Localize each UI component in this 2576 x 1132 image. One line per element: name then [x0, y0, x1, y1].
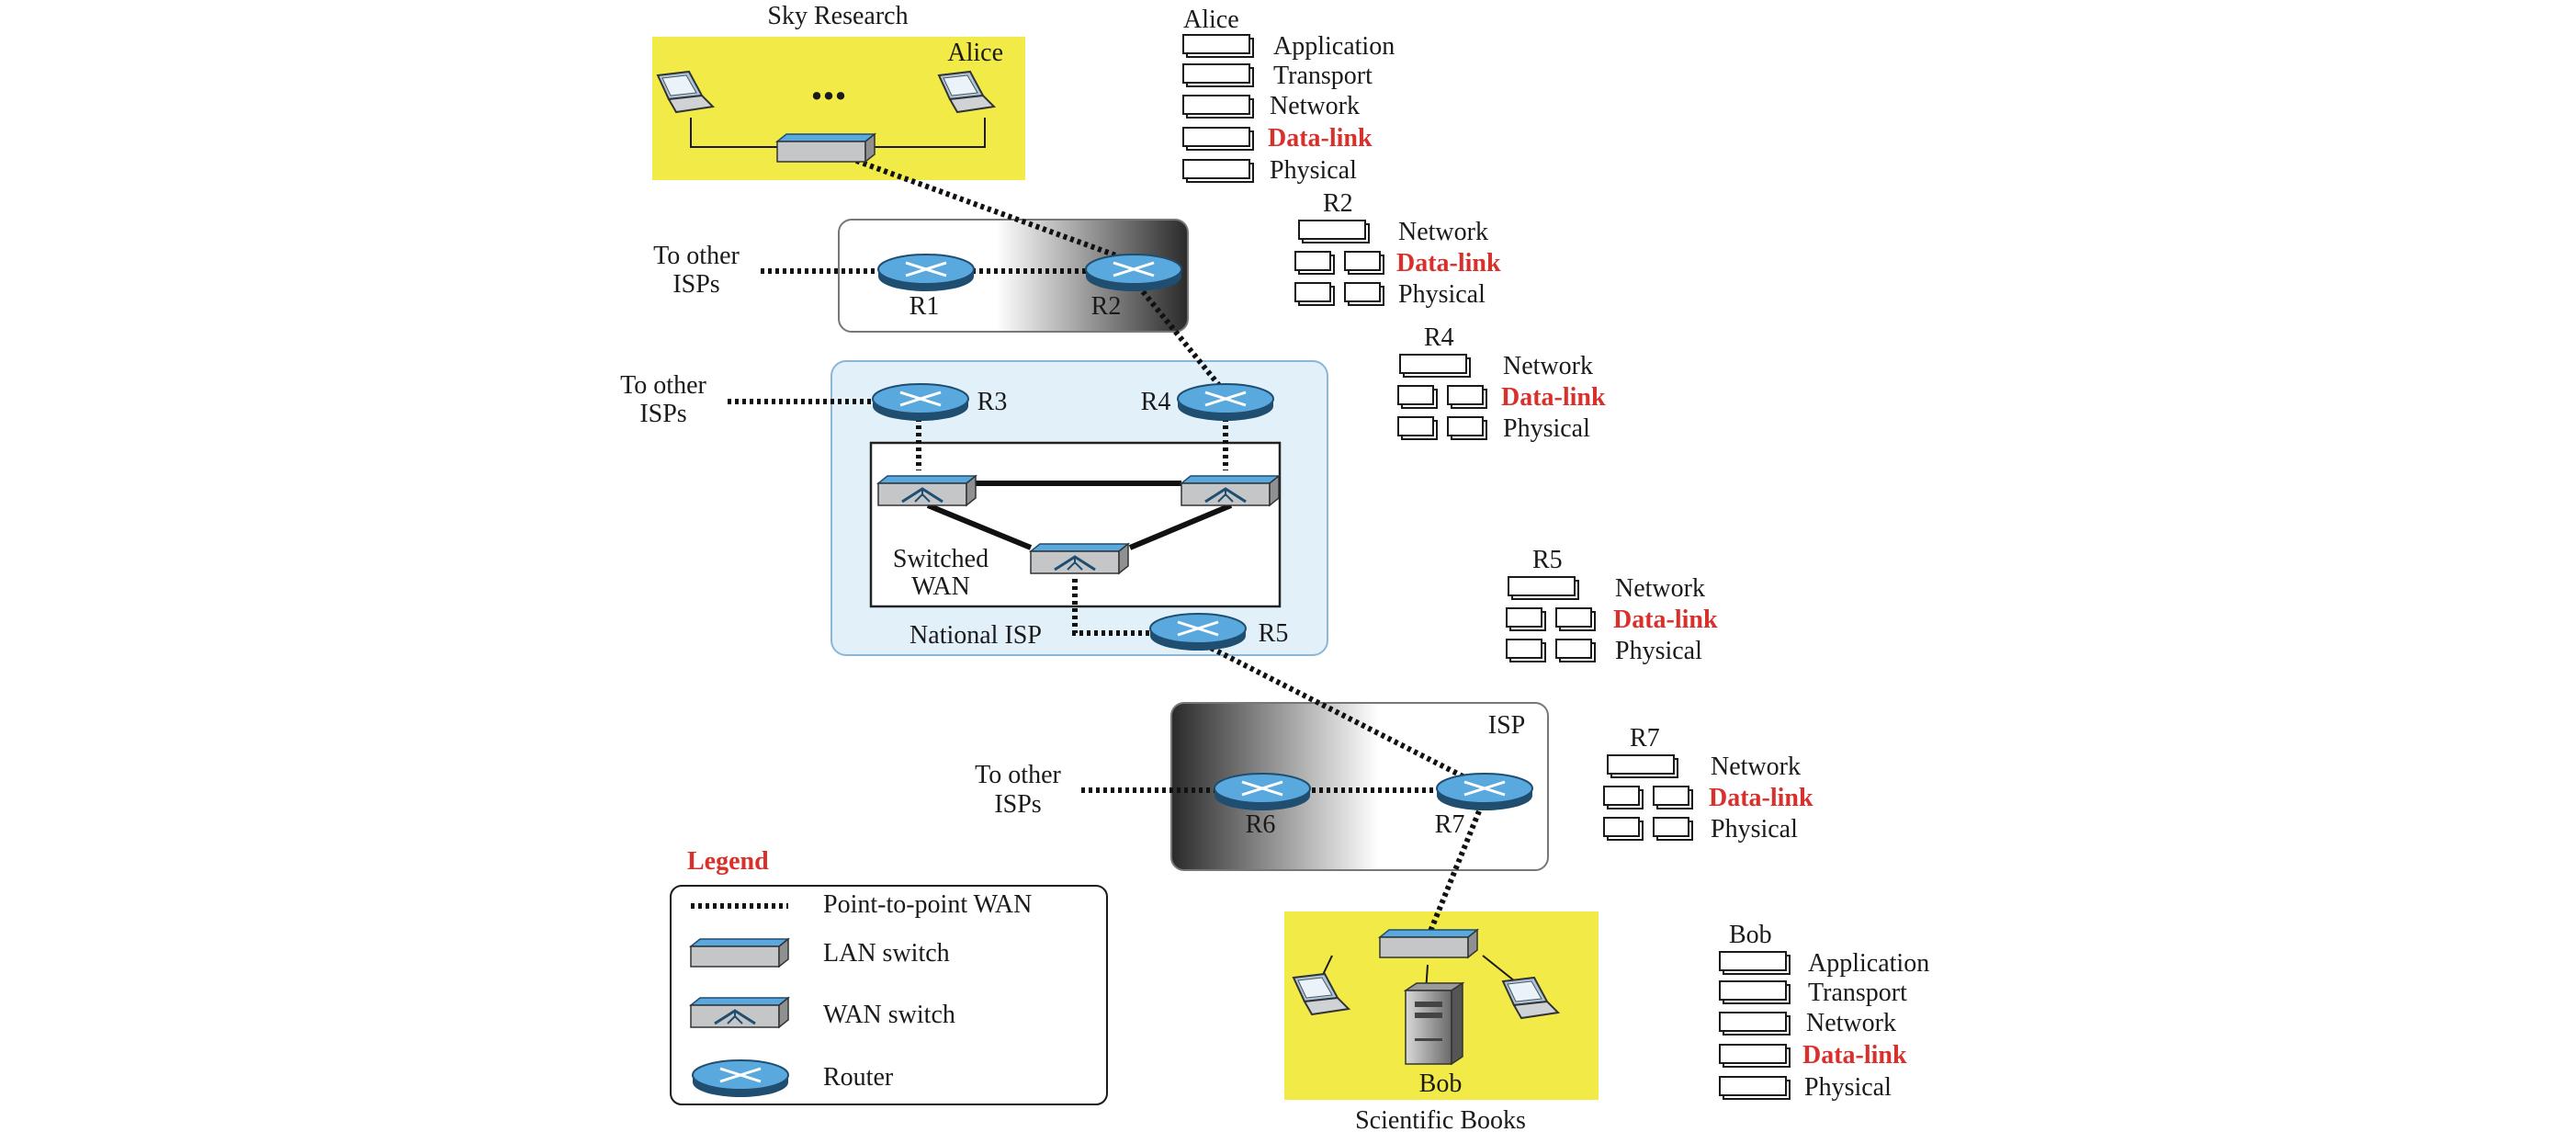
legend-title: Legend [687, 847, 769, 876]
stack-layer: Physical [1503, 414, 1590, 443]
stack-layer: Network [1806, 1009, 1896, 1037]
svg-text:To other: To other [975, 761, 1061, 789]
stack-title: R5 [1532, 546, 1563, 574]
legend-label: LAN switch [823, 939, 950, 968]
scientific-books-label: Scientific Books [1355, 1106, 1526, 1132]
router-r2-icon [1084, 253, 1183, 293]
legend: Legend Point-to-point WAN LAN switch WAN… [670, 847, 1108, 1105]
router-icon [691, 1058, 790, 1099]
stack-title: Alice [1183, 6, 1239, 34]
svg-text:To other: To other [620, 371, 706, 400]
router-r3-icon [871, 382, 970, 423]
lan-switch-icon [690, 938, 789, 968]
stack-layer: Network [1503, 352, 1593, 380]
protocol-stack-r2: R2 Network Data-link Physical [1294, 189, 1501, 309]
stack-layer: Data-link [1396, 249, 1501, 277]
to-other-isps-label: To other ISPs [975, 761, 1061, 819]
stack-layer: Physical [1615, 637, 1702, 665]
router-r5-label: R5 [1259, 619, 1289, 648]
stack-layer: Physical [1711, 815, 1798, 843]
router-r1-icon [876, 253, 976, 293]
legend-label: WAN switch [823, 1001, 955, 1029]
point-to-point-wan-links [728, 148, 1487, 935]
svg-text:ISPs: ISPs [672, 270, 719, 299]
wan-switch-icon [1180, 474, 1281, 507]
router-r3-label: R3 [977, 388, 1008, 416]
national-isp-label: National ISP [910, 621, 1042, 650]
isp-label: ISP [1488, 711, 1525, 740]
protocol-stack-alice: Alice Application Transport Network Data… [1182, 6, 1395, 185]
wan-switch-icon [689, 996, 790, 1029]
legend-item: WAN switch [689, 996, 955, 1029]
alice-site-label: Alice [947, 39, 1003, 67]
stack-layer: Network [1270, 92, 1360, 120]
stack-title: R4 [1424, 323, 1454, 352]
stack-title: R7 [1630, 724, 1660, 753]
protocol-stack-r4: R4 Network Data-link Physical [1397, 323, 1606, 443]
router-r5-icon [1148, 612, 1248, 652]
legend-item: Point-to-point WAN [691, 890, 1032, 919]
stack-layer: Network [1398, 218, 1488, 246]
stack-layer: Network [1711, 753, 1801, 781]
stack-layer: Physical [1398, 280, 1486, 309]
stack-layer: Transport [1808, 979, 1907, 1007]
legend-item: LAN switch [690, 938, 950, 968]
stack-layer: Data-link [1268, 124, 1373, 153]
switched-wan-label-2: WAN [911, 572, 970, 601]
router-r6-icon [1213, 772, 1312, 812]
router-r6-label: R6 [1246, 810, 1276, 839]
stack-layer: Application [1808, 949, 1929, 978]
svg-text:To other: To other [653, 242, 740, 270]
bob-site-label: Bob [1419, 1070, 1463, 1098]
protocol-stack-r5: R5 Network Data-link Physical [1506, 546, 1718, 665]
to-other-isps-label: To other ISPs [653, 242, 740, 299]
to-other-isps-label: To other ISPs [620, 371, 706, 428]
stack-title: R2 [1323, 189, 1353, 218]
stack-layer: Network [1615, 574, 1705, 603]
router-r7-icon [1435, 772, 1534, 812]
protocol-stack-r7: R7 Network Data-link Physical [1603, 724, 1813, 843]
lan-switch-icon [1379, 929, 1478, 958]
stack-layer: Application [1273, 32, 1395, 61]
svg-text:ISPs: ISPs [994, 790, 1041, 819]
isp-box: ISP [1170, 702, 1549, 871]
legend-label: Router [823, 1063, 894, 1092]
router-r7-label: R7 [1435, 810, 1465, 839]
stack-layer: Physical [1804, 1073, 1892, 1102]
router-r1-label: R1 [910, 292, 940, 321]
stack-layer: Data-link [1501, 383, 1606, 412]
stack-title: Bob [1729, 921, 1772, 949]
sky-research-label: Sky Research [767, 2, 908, 30]
router-r2-label: R2 [1091, 292, 1122, 321]
stack-layer: Data-link [1709, 784, 1813, 812]
legend-label: Point-to-point WAN [823, 890, 1032, 919]
lan-switch-icon [776, 133, 876, 163]
legend-item: Router [691, 1058, 894, 1099]
svg-text:ISPs: ISPs [639, 400, 686, 428]
wan-switch-icon [876, 474, 977, 507]
ellipsis-text: ... [811, 58, 847, 110]
stack-layer: Physical [1270, 156, 1357, 185]
switched-wan-links [926, 481, 1233, 550]
switched-wan-label-1: Switched [893, 545, 989, 573]
router-r4-label: R4 [1141, 388, 1171, 416]
wan-switch-icon [1029, 542, 1130, 575]
stack-layer: Data-link [1613, 606, 1718, 634]
stack-layer: Transport [1273, 62, 1373, 90]
protocol-stack-bob: Bob Application Transport Network Data-l… [1719, 921, 1929, 1102]
server-icon [1403, 981, 1465, 1066]
stack-layer: Data-link [1802, 1041, 1907, 1070]
router-r4-icon [1176, 382, 1275, 423]
